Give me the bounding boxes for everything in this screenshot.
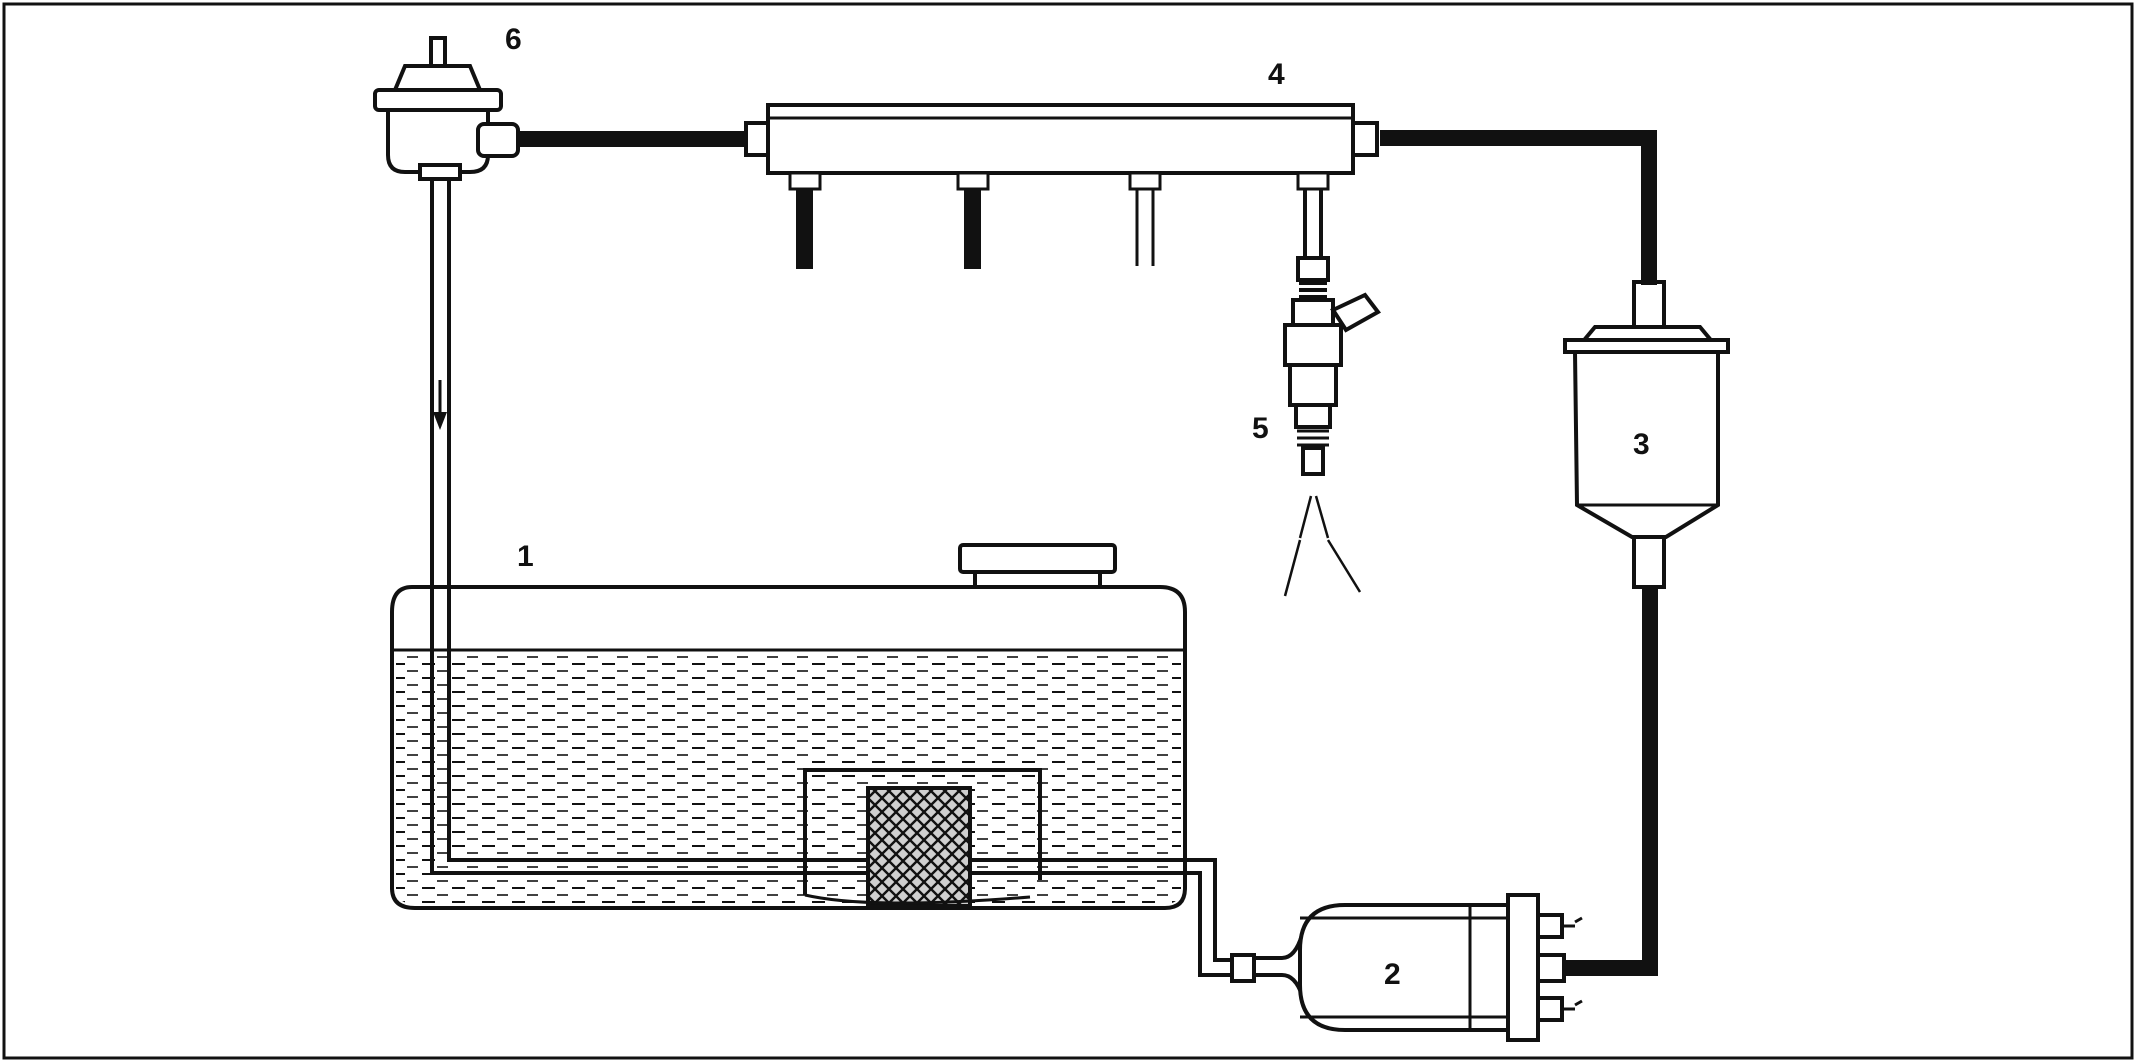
filter-outlet-stub	[1632, 535, 1666, 589]
return-line	[430, 170, 870, 875]
label-regulator: 6	[505, 23, 522, 56]
regulator-outlet	[418, 163, 462, 181]
rail-stub-4	[1303, 189, 1323, 260]
label-rail: 4	[1268, 58, 1285, 91]
fuel-injector	[1283, 256, 1381, 597]
pressure-line-pump-to-filter	[1562, 580, 1658, 976]
injector-nozzle	[1301, 446, 1325, 476]
filter-top-rim	[1563, 338, 1730, 354]
pump-inlet-fitting	[1230, 953, 1256, 983]
regulator-inlet	[476, 122, 520, 158]
pump-inlet-neck	[1252, 934, 1304, 996]
label-filter: 3	[1633, 428, 1650, 461]
rail-stub-2	[964, 189, 981, 269]
pump-outlet-fitting	[1536, 953, 1566, 983]
fuel-tank	[390, 543, 1187, 910]
regulator-body	[386, 108, 490, 174]
rail-end-left	[744, 121, 770, 157]
label-pump: 2	[1384, 958, 1401, 991]
tank-fuel	[396, 650, 1181, 904]
pressure-regulator	[373, 36, 520, 181]
fuel-filter	[1563, 280, 1730, 589]
pickup-filter-sock	[866, 786, 972, 908]
fuel-pump	[1230, 893, 1583, 1042]
rail-stub-1	[796, 189, 813, 269]
pressure-line-filter-to-rail	[1380, 130, 1657, 285]
injector-body	[1291, 298, 1335, 327]
injector-spray	[1283, 495, 1362, 597]
pump-end-cap	[1506, 893, 1540, 1042]
tank-filler-cap	[958, 543, 1117, 574]
label-tank: 1	[517, 540, 534, 573]
rail-body	[766, 103, 1355, 175]
return-flow-arrow	[433, 380, 447, 430]
filter-inlet-stub	[1632, 280, 1666, 329]
rail-end-right	[1351, 121, 1379, 157]
pickup-housing	[803, 768, 1042, 895]
rail-stub-3	[1135, 189, 1155, 266]
fuel-rail	[744, 103, 1379, 269]
pump-terminals	[1536, 913, 1583, 1022]
pickup-bottom	[804, 893, 1031, 905]
supply-line-tank-to-pump	[970, 858, 1240, 977]
injector-connector	[1330, 292, 1381, 333]
pump-body	[1298, 903, 1532, 1032]
label-injector: 5	[1252, 412, 1269, 445]
